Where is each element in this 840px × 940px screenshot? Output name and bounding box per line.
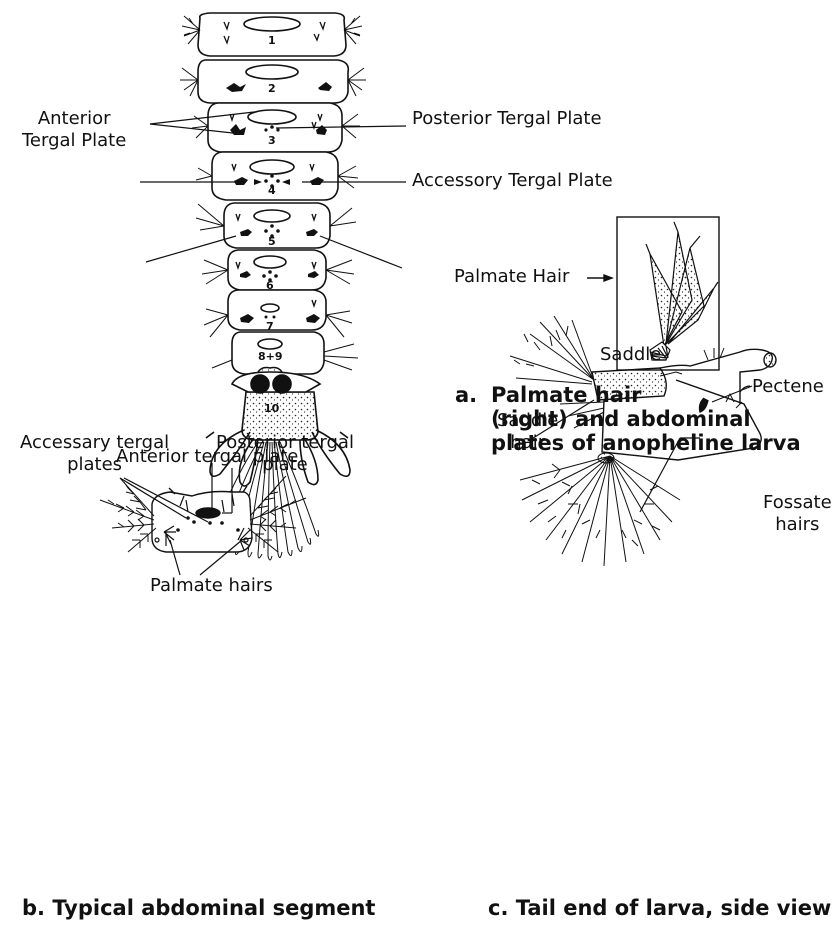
label-b-accessary-tergal-plates: Accessary tergal plates <box>20 432 169 476</box>
segment-number: 6 <box>266 279 274 292</box>
caption-b: b. Typical abdominal segment <box>22 896 375 920</box>
segment-number: 2 <box>268 82 276 95</box>
label-fossate-hairs: Fossate hairs <box>763 492 832 536</box>
segment-number: 1 <box>268 34 276 47</box>
label-accessory-tergal-plate: Accessory Tergal Plate <box>412 170 613 192</box>
segment-number: 5 <box>268 235 276 248</box>
label-palmate-hair: Palmate Hair <box>454 266 569 288</box>
caption-c: c. Tail end of larva, side view <box>488 896 831 920</box>
caption-a-letter: a. <box>455 383 477 407</box>
label-anterior-tergal-plate: Anterior Tergal Plate <box>22 108 126 152</box>
segment-number: 8+9 <box>258 350 283 363</box>
label-saddle: Saddle <box>600 344 661 366</box>
fossate-hairs-drawing <box>520 453 680 566</box>
caption-a-line-1: Palmate hair <box>491 383 642 407</box>
label-saddle-hair: Saddle hair <box>497 410 558 454</box>
label-b-posterior-tergal-plate: Posterior tergal plate <box>216 432 354 476</box>
segment-number: 3 <box>268 134 276 147</box>
segment-number: 10 <box>264 402 279 415</box>
panel-b-segment <box>100 463 306 575</box>
segment-number: 4 <box>268 184 276 197</box>
label-b-palmate-hairs: Palmate hairs <box>150 575 273 597</box>
segment-number: 7 <box>266 320 274 333</box>
label-pectene: Pectene <box>752 376 824 398</box>
label-posterior-tergal-plate: Posterior Tergal Plate <box>412 108 602 130</box>
